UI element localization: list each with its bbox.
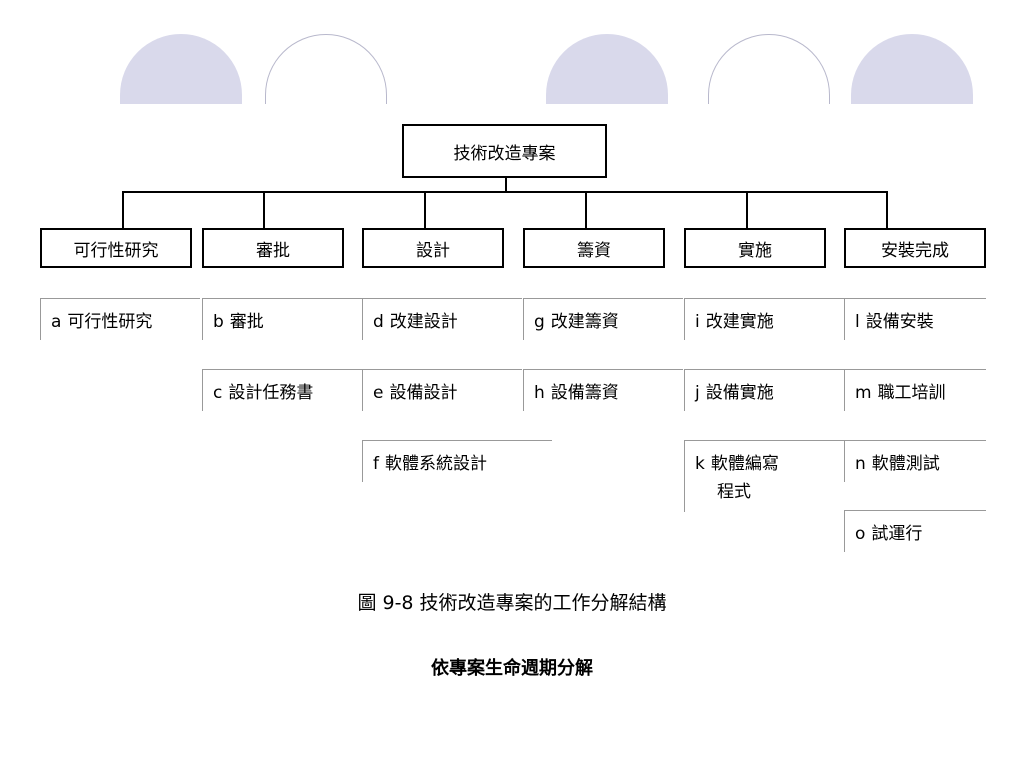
task-id: d — [373, 312, 384, 332]
task-id: f — [373, 454, 379, 474]
task-id: l — [855, 312, 860, 332]
task-id: c — [213, 383, 223, 403]
figure-caption: 圖 9-8 技術改造專案的工作分解結構 — [357, 592, 667, 614]
subtitle: 依專案生命週期分解 — [431, 658, 593, 679]
task-label: 設備籌資 — [550, 383, 619, 403]
task-id: h — [534, 383, 545, 403]
task-label: 設計任務書 — [228, 383, 314, 403]
connector-phase-6 — [886, 191, 888, 229]
task-id: k — [695, 454, 705, 474]
connector-phase-4 — [585, 191, 587, 229]
connector-phase-2 — [263, 191, 265, 229]
decorative-arc-3 — [546, 34, 668, 104]
task-label: 可行性研究 — [67, 312, 153, 332]
connector-root-down — [505, 178, 507, 192]
phase-installation-complete: 安裝完成 — [844, 228, 986, 268]
connector-phase-3 — [424, 191, 426, 229]
task-id: e — [373, 383, 384, 403]
task-id: b — [213, 312, 224, 332]
phase-approval: 審批 — [202, 228, 344, 268]
task-label: 試運行 — [871, 524, 923, 544]
task-id: n — [855, 454, 866, 474]
decorative-arc-5 — [851, 34, 973, 104]
task-label: 改建籌資 — [550, 312, 619, 332]
task-label: 軟體編寫 — [710, 454, 779, 474]
task-label: 改建實施 — [705, 312, 774, 332]
connector-phase-5 — [746, 191, 748, 229]
task-label: 設備設計 — [389, 383, 458, 403]
task-id: o — [855, 524, 866, 544]
task-id: a — [51, 312, 62, 332]
decorative-arc-2 — [265, 34, 387, 104]
task-label: 職工培訓 — [877, 383, 946, 403]
task-id: g — [534, 312, 545, 332]
decorative-arc-1 — [120, 34, 242, 104]
task-label: 改建設計 — [389, 312, 458, 332]
phase-design: 設計 — [362, 228, 504, 268]
task-label: 設備安裝 — [865, 312, 934, 332]
task-f: f 軟體系統設計 — [362, 440, 552, 482]
task-id: j — [695, 383, 700, 403]
phase-feasibility-study: 可行性研究 — [40, 228, 192, 268]
task-label-line2: 程式 — [717, 482, 751, 502]
task-label: 設備實施 — [705, 383, 774, 403]
task-id: m — [855, 383, 872, 403]
task-label: 軟體測試 — [871, 454, 940, 474]
phase-implementation: 實施 — [684, 228, 826, 268]
phase-financing: 籌資 — [523, 228, 665, 268]
decorative-arc-4 — [708, 34, 830, 104]
task-id: i — [695, 312, 700, 332]
connector-phase-1 — [122, 191, 124, 229]
root-node: 技術改造專案 — [402, 124, 607, 178]
task-label: 軟體系統設計 — [385, 454, 487, 474]
connector-horizontal — [122, 191, 888, 193]
task-label: 審批 — [229, 312, 264, 332]
